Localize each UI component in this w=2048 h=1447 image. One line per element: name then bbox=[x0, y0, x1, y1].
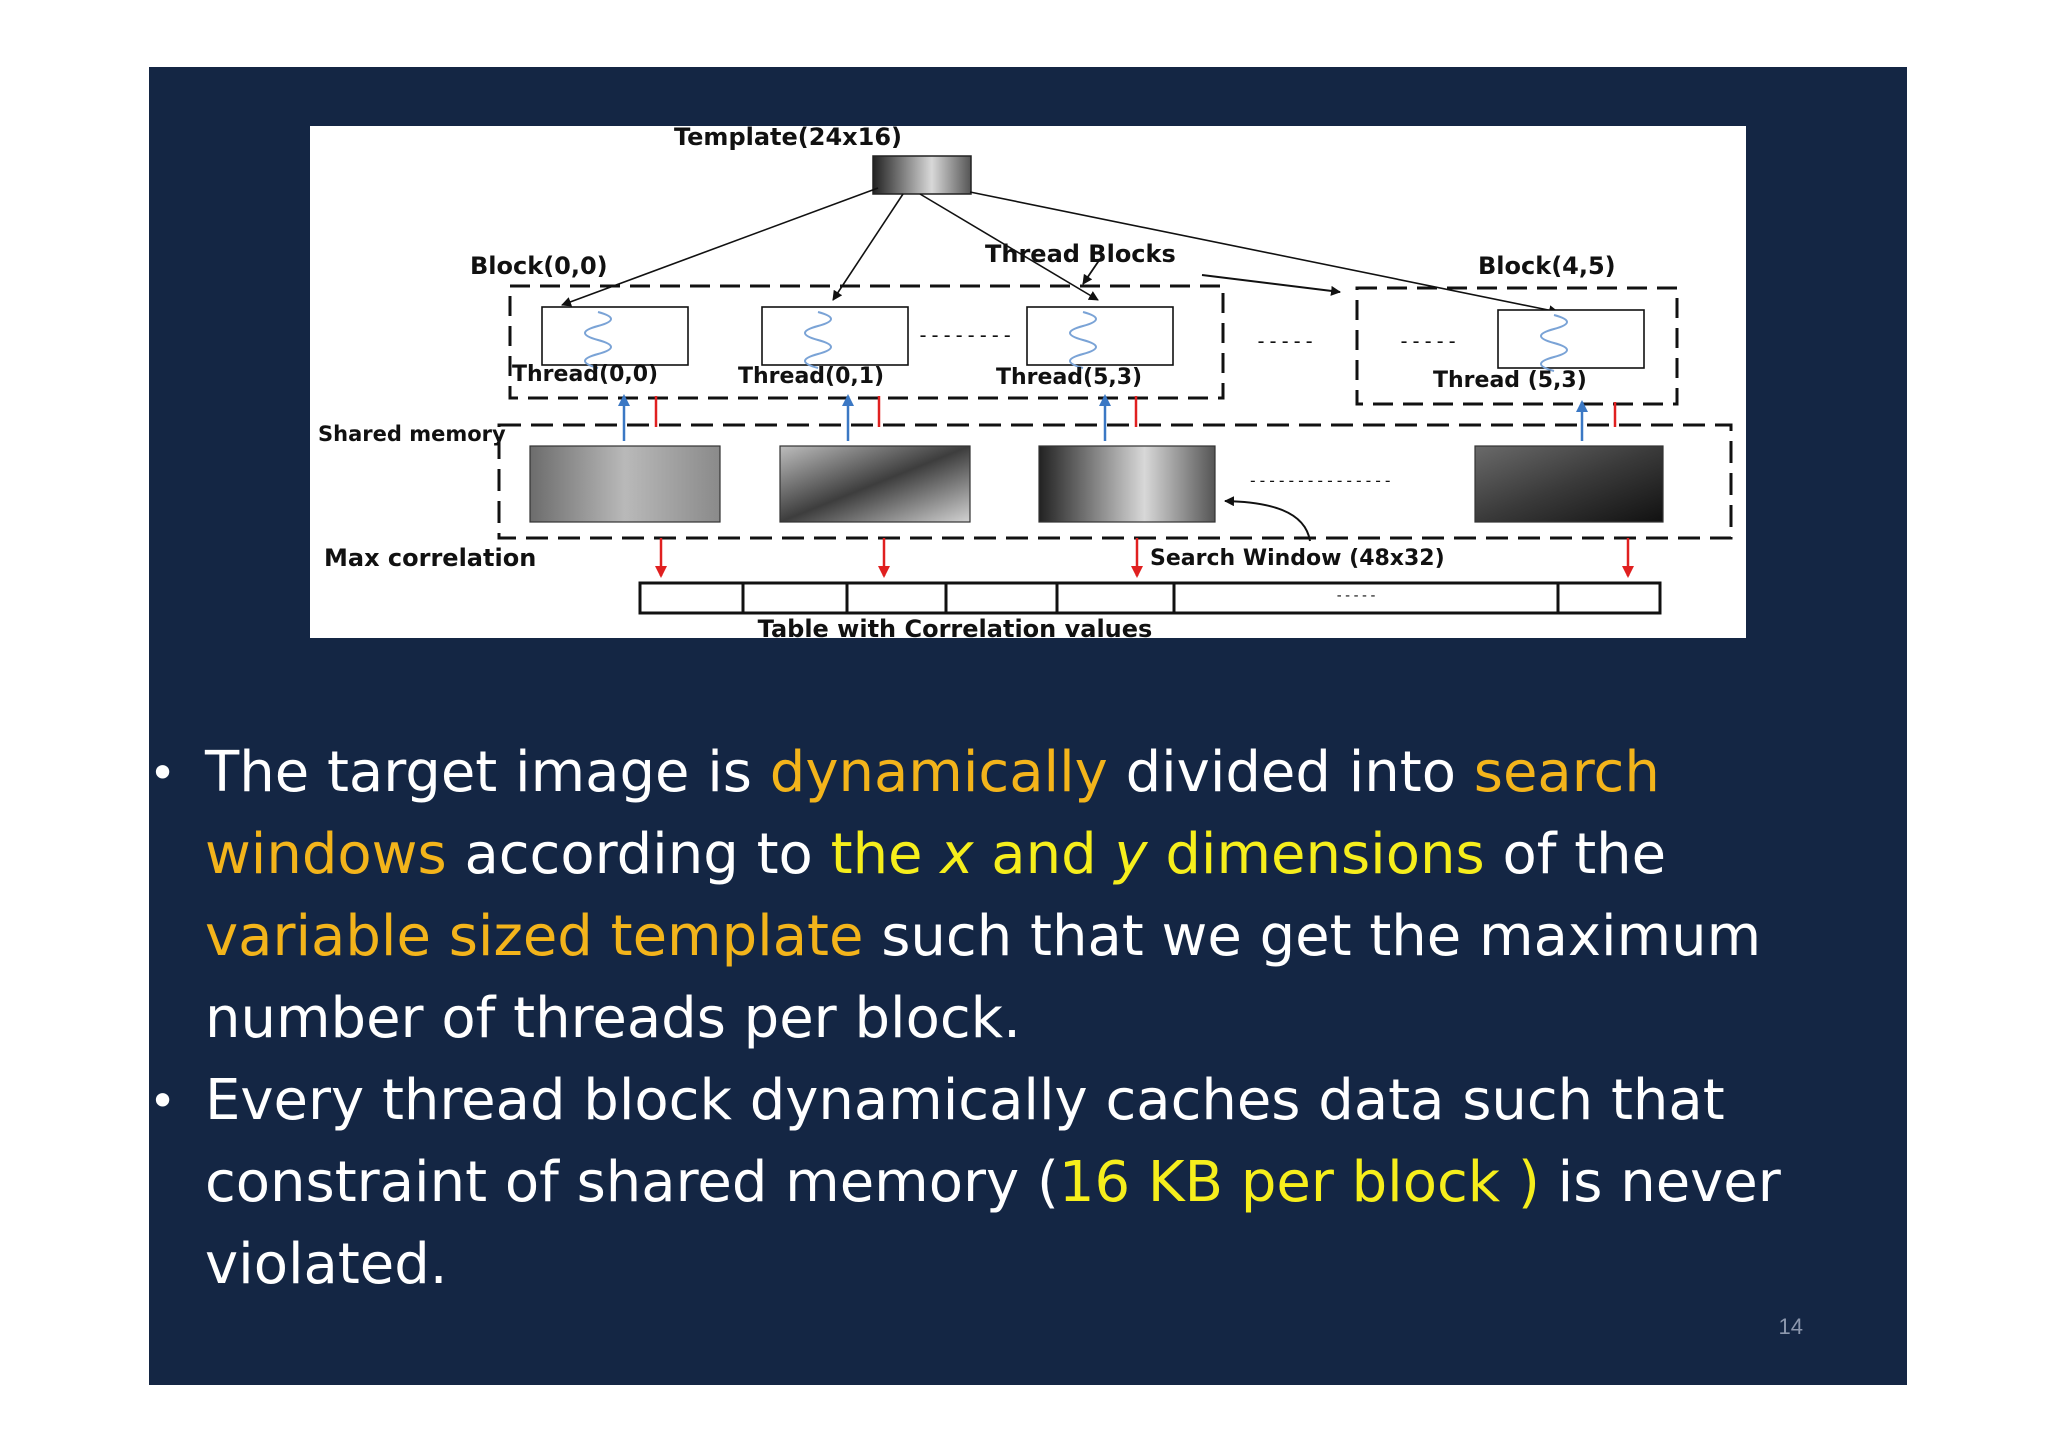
bullet-text-segment: dynamically bbox=[769, 740, 1108, 805]
block-last-label: Block(4,5) bbox=[1478, 252, 1616, 280]
bullet-list: • The target image is dynamically divided… bbox=[149, 732, 1869, 1306]
bullet-text-segment: is never violated. bbox=[205, 1150, 1781, 1297]
template-arrow bbox=[969, 191, 1559, 316]
thread-label: Thread(0,0) bbox=[512, 362, 658, 387]
bullet-text-segment: according to bbox=[446, 822, 831, 887]
max-correlation-label: Max correlation bbox=[324, 544, 536, 572]
template-label: Template(24x16) bbox=[674, 126, 902, 151]
block-outline-first bbox=[508, 284, 1225, 400]
slide: Template(24x16) Block(0,0) Thread Blocks… bbox=[149, 67, 1907, 1385]
search-window-image bbox=[779, 445, 971, 523]
bullet-text-segment: x bbox=[940, 822, 974, 887]
bullet-text-segment: dimensions bbox=[1147, 822, 1485, 887]
thread-box bbox=[1497, 309, 1645, 369]
bullet-text-segment: 16 KB per block ) bbox=[1058, 1150, 1540, 1215]
block-first-label: Block(0,0) bbox=[470, 252, 608, 280]
block-outline-last bbox=[1355, 286, 1679, 406]
block-inner-dots: ----- bbox=[1398, 329, 1458, 353]
bullet-item: • The target image is dynamically divided… bbox=[149, 732, 1869, 1060]
thread-gap-dots: -------- bbox=[917, 323, 1013, 347]
thread-blocks-label: Thread Blocks bbox=[985, 240, 1176, 268]
thread-box bbox=[761, 306, 909, 366]
bullet-text-segment: such that we get the maximum number of t… bbox=[205, 904, 1762, 1051]
search-window-label: Search Window (48x32) bbox=[1150, 546, 1445, 571]
bullet-text-segment: of the bbox=[1484, 822, 1667, 887]
shared-memory-outline bbox=[497, 423, 1733, 540]
correlation-table bbox=[638, 581, 1662, 615]
template-arrow bbox=[919, 193, 1099, 301]
search-window-arrow bbox=[1224, 496, 1311, 542]
sine-wave-icon bbox=[1069, 311, 1097, 369]
gpu-template-matching-diagram: Template(24x16) Block(0,0) Thread Blocks… bbox=[310, 126, 1746, 638]
bullet-text-segment: variable sized template bbox=[205, 904, 864, 969]
sine-wave-icon bbox=[804, 311, 832, 369]
bullet-dot-icon: • bbox=[149, 1074, 177, 1128]
arrow-pair bbox=[1576, 400, 1617, 441]
table-label: Table with Correlation values bbox=[758, 615, 1153, 638]
arrow-pair bbox=[842, 394, 881, 441]
template-arrow bbox=[832, 193, 904, 301]
bullet-text-segment: and bbox=[973, 822, 1115, 887]
window-gap-dots: --------------- bbox=[1248, 471, 1393, 490]
thread-blocks-arrow bbox=[1201, 274, 1341, 296]
arrow-pair bbox=[618, 394, 658, 441]
block-gap-dots: ----- bbox=[1255, 329, 1315, 353]
arrow-pair bbox=[1099, 394, 1138, 441]
page-number: 14 bbox=[1778, 1314, 1803, 1339]
sine-wave-icon bbox=[584, 311, 612, 369]
bullet-text-segment: divided into bbox=[1107, 740, 1474, 805]
shared-memory-label: Shared memory bbox=[318, 422, 506, 446]
bullet-text-segment: the bbox=[830, 822, 941, 887]
thread-label: Thread(5,3) bbox=[996, 365, 1142, 390]
diagram-svg: Template(24x16) Block(0,0) Thread Blocks… bbox=[318, 126, 1733, 638]
search-window-image bbox=[1038, 445, 1216, 523]
search-window-image bbox=[1474, 445, 1664, 523]
bullet-text-segment: The target image is bbox=[205, 740, 770, 805]
search-window-image bbox=[529, 445, 721, 523]
thread-box bbox=[1026, 306, 1174, 366]
bullet-item: • Every thread block dynamically caches d… bbox=[149, 1060, 1869, 1306]
table-gap-dots: ----- bbox=[1335, 588, 1377, 604]
sine-wave-icon bbox=[1540, 314, 1568, 372]
thread-label: Thread(0,1) bbox=[738, 364, 884, 389]
bullet-text-segment: search windows bbox=[205, 740, 1660, 887]
thread-box bbox=[541, 306, 689, 366]
bullet-dot-icon: • bbox=[149, 746, 177, 800]
template-image bbox=[872, 155, 972, 195]
thread-blocks-arrow bbox=[1082, 258, 1101, 285]
bullet-text-segment: Every thread block dynamically caches da… bbox=[205, 1068, 1725, 1215]
bullet-text-segment: y bbox=[1114, 822, 1148, 887]
thread-label: Thread (5,3) bbox=[1433, 368, 1587, 393]
